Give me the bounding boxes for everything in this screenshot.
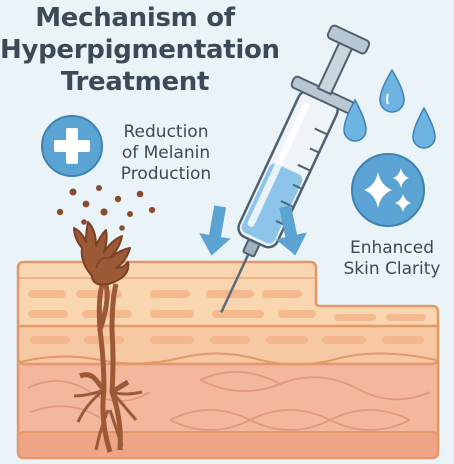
basal-wave xyxy=(19,352,437,366)
reduction-label-line-1: Reduction xyxy=(123,122,209,142)
clarity-label-line-2: Skin Clarity xyxy=(343,259,441,279)
title-line-1: Mechanism of xyxy=(35,3,235,33)
melanocyte-cell-icon xyxy=(73,221,143,453)
dermis-base xyxy=(17,431,439,459)
skin-cross-section xyxy=(16,260,440,460)
clarity-label: Enhanced Skin Clarity xyxy=(332,238,452,280)
syringe-icon xyxy=(220,24,371,313)
title-line-2: Hyperpigmentation xyxy=(0,35,280,65)
diagram-title: Mechanism of Hyperpigmentation Treatment xyxy=(0,2,280,98)
reduction-label: Reduction of Melanin Production xyxy=(106,122,226,185)
reduction-label-line-3: Production xyxy=(120,164,212,184)
skin-cells xyxy=(28,290,426,344)
sparkle-circle-icon xyxy=(351,153,425,227)
plus-circle-icon xyxy=(41,115,103,177)
reduction-label-line-2: of Melanin xyxy=(121,143,211,163)
melanin-particles xyxy=(56,185,156,231)
title-line-3: Treatment xyxy=(60,67,210,97)
down-arrow-icon xyxy=(199,205,307,256)
clarity-label-line-1: Enhanced xyxy=(349,238,435,258)
dermis-fibers xyxy=(27,371,431,431)
water-drop-icon xyxy=(343,68,436,149)
